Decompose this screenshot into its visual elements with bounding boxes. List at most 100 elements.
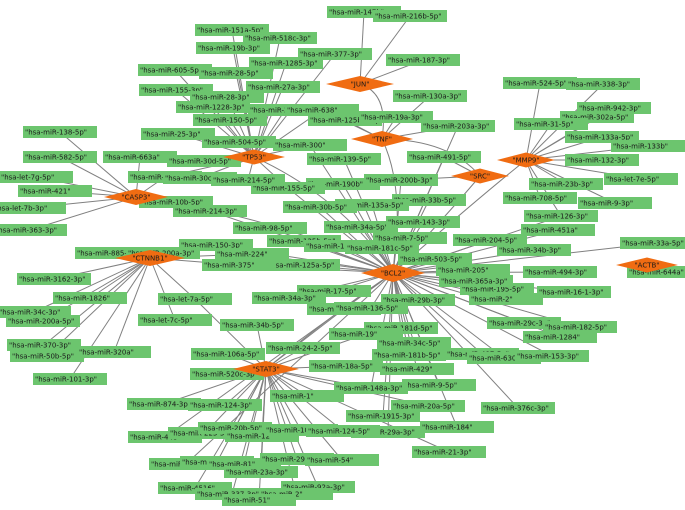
mirna-node[interactable]: "hsa-miR-638" [285, 104, 359, 116]
mirna-node[interactable]: "hsa-miR-9-5p" [402, 379, 476, 391]
mirna-node[interactable]: "hsa-miR-130a-3p" [393, 90, 467, 102]
gene-node-mmp9[interactable]: "MMP9" [497, 152, 555, 168]
gene-node-ctnnb1[interactable]: "CTNNB1" [115, 250, 185, 266]
mirna-node[interactable]: "hsa-miR-376c-3p" [481, 402, 555, 414]
mirna-node[interactable]: "hsa-miR-494-3p" [523, 266, 597, 278]
mirna-node[interactable]: "hsa-miR-106a-5p" [191, 348, 265, 360]
mirna-node[interactable]: "hsa-let-7g-5p" [0, 171, 73, 183]
mirna-node[interactable]: "hsa-miR-524-5p" [503, 77, 577, 89]
mirna-node[interactable]: "hsa-miR-9-3p" [578, 197, 652, 209]
mirna-node[interactable]: "hsa-miR-370-3p" [7, 339, 81, 351]
gene-node-src[interactable]: "SRC" [451, 168, 509, 184]
mirna-node[interactable]: "hsa-miR-139-5p" [307, 153, 381, 165]
mirna-node[interactable]: "hsa-let-7a-5p" [158, 293, 232, 305]
mirna-node[interactable]: "hsa-let-7b-3p" [0, 202, 66, 214]
mirna-node[interactable]: "hsa-miR-214-5p" [211, 174, 285, 186]
mirna-node[interactable]: "hsa-miR-338-3p" [566, 78, 640, 90]
mirna-node[interactable]: "hsa-miR-874-3p" [127, 398, 201, 410]
mirna-node[interactable]: "hsa-miR-30d-5p" [167, 155, 241, 167]
mirna-node[interactable]: "hsa-miR-1915-3p" [346, 410, 420, 422]
mirna-node[interactable]: "hsa-miR-34a-3p" [252, 292, 326, 304]
mirna-node[interactable]: "hsa-miR-1228-3p" [176, 101, 250, 113]
mirna-node[interactable]: "hsa-miR-19a-3p" [359, 111, 433, 123]
mirna-node[interactable]: "hsa-miR-20a-5p" [391, 400, 465, 412]
mirna-node[interactable]: "hsa-miR-27a-3p" [246, 81, 320, 93]
mirna-node[interactable]: "hsa-miR-150-5p" [193, 114, 267, 126]
mirna-node[interactable]: "hsa-miR-33a-5p" [620, 237, 685, 249]
mirna-node[interactable]: "hsa-miR-31-5p" [514, 118, 588, 130]
mirna-node[interactable]: "hsa-miR-451a" [521, 224, 595, 236]
mirna-node[interactable]: "hsa-miR-28-5p" [199, 67, 273, 79]
mirna-node[interactable]: "hsa-miR-25-3p" [141, 128, 215, 140]
mirna-node[interactable]: "hsa-miR-203a-3p" [421, 120, 495, 132]
mirna-node[interactable]: "hsa-miR-708-5p" [503, 192, 577, 204]
gene-node-jun[interactable]: "JUN" [326, 76, 394, 92]
mirna-node[interactable]: "hsa-miR-16-1-3p" [537, 286, 611, 298]
mirna-node[interactable]: "hsa-miR-663a" [103, 151, 177, 163]
mirna-node[interactable]: "hsa-miR-320a" [77, 346, 151, 358]
mirna-node[interactable]: "hsa-miR-101-3p" [33, 373, 107, 385]
mirna-node[interactable]: "hsa-miR-34b-3p" [497, 244, 571, 256]
mirna-node[interactable]: "hsa-miR-23b-3p" [529, 178, 603, 190]
mirna-node[interactable]: "hsa-miR-181b-5p" [372, 349, 446, 361]
mirna-node[interactable]: "hsa-miR-98-5p" [233, 222, 307, 234]
mirna-node[interactable]: "hsa-miR-19b-3p" [196, 42, 270, 54]
mirna-node[interactable]: "hsa-miR-200b-3p" [364, 174, 438, 186]
mirna-node[interactable]: "hsa-miR-24-2-5p" [266, 342, 340, 354]
mirna-node[interactable]: "hsa-let-7e-5p" [604, 173, 678, 185]
mirna-node[interactable]: "hsa-miR-148a-3p" [334, 382, 408, 394]
mirna-node[interactable]: "hsa-miR-125a-5p" [266, 259, 340, 271]
mirna-node[interactable]: "hsa-miR-363-3p" [0, 224, 67, 236]
mirna-node[interactable]: "hsa-miR-3162-3p" [17, 273, 91, 285]
mirna-node[interactable]: "hsa-miR-491-5p" [407, 151, 481, 163]
mirna-node[interactable]: "hsa-miR-187-3p" [386, 54, 460, 66]
gene-node-tp53[interactable]: "TP53" [223, 149, 285, 165]
mirna-node[interactable]: "hsa-miR-23a-3p" [224, 466, 298, 478]
mirna-node[interactable]: "hsa-miR-205" [436, 264, 510, 276]
mirna-node[interactable]: "hsa-miR-216b-5p" [373, 10, 447, 22]
mirna-node[interactable]: "hsa-miR-34a-5p" [324, 221, 398, 233]
mirna-node[interactable]: "hsa-miR-132-3p" [565, 154, 639, 166]
mirna-node[interactable]: "hsa-miR-1826" [53, 292, 127, 304]
mirna-node[interactable]: "hsa-miR-224" [215, 248, 289, 260]
mirna-node[interactable]: "hsa-miR-7-5p" [373, 232, 447, 244]
mirna-node[interactable]: "hsa-miR-153-3p" [515, 350, 589, 362]
mirna-node[interactable]: "hsa-miR-429" [380, 363, 454, 375]
mirna-node[interactable]: "hsa-miR-51" [222, 494, 296, 506]
mirna-node[interactable]: "hsa-miR-33b-5p" [392, 194, 466, 206]
mirna-node[interactable]: "hsa-miR-1285-3p" [249, 57, 323, 69]
mirna-node[interactable]: "hsa-miR-124-3p" [188, 399, 262, 411]
mirna-node[interactable]: "hsa-miR-2" [469, 293, 543, 305]
mirna-node[interactable]: "hsa-miR-29c-3p" [487, 317, 561, 329]
mirna-node[interactable]: "hsa-miR-34c-5p" [377, 337, 451, 349]
gene-node-stat3[interactable]: "STAT3" [233, 361, 299, 377]
mirna-node[interactable]: "hsa-miR-300" [273, 139, 347, 151]
mirna-node[interactable]: "hsa-miR-30b-5p" [283, 201, 357, 213]
mirna-node[interactable]: "hsa-miR-518c-3p" [243, 32, 317, 44]
mirna-node[interactable]: "hsa-miR-143-3p" [386, 216, 460, 228]
mirna-node[interactable]: "hsa-miR-138-5p" [23, 126, 97, 138]
mirna-node[interactable]: "hsa-miR-182-5p" [543, 321, 617, 333]
mirna-node[interactable]: "hsa-miR-34b-5p" [220, 319, 294, 331]
mirna-node[interactable]: "hsa-miR-421" [18, 185, 92, 197]
mirna-node[interactable]: "hsa-miR-605-5p" [138, 64, 212, 76]
mirna-node[interactable]: "hsa-miR-1" [270, 390, 344, 402]
mirna-node[interactable]: "hsa-miR-136-5p" [334, 302, 408, 314]
mirna-node[interactable]: "hsa-miR-28-3p" [190, 91, 264, 103]
mirna-node[interactable]: "hsa-miR-18a-5p" [309, 360, 383, 372]
mirna-node[interactable]: "hsa-miR-124-5p" [306, 425, 380, 437]
mirna-node[interactable]: "hsa-miR-181c-5p" [345, 242, 419, 254]
mirna-node[interactable]: "hsa-miR-365a-3p" [439, 275, 513, 287]
mirna-node[interactable]: "hsa-miR-54" [305, 454, 379, 466]
mirna-node[interactable]: "hsa-miR-133b" [611, 140, 685, 152]
gene-node-tnf[interactable]: "TNF" [351, 131, 413, 147]
mirna-node[interactable]: "hsa-let-7c-5p" [138, 314, 212, 326]
gene-node-casp3[interactable]: "CASP3" [104, 189, 168, 205]
gene-node-actb[interactable]: "ACTB" [616, 257, 678, 273]
mirna-node[interactable]: "hsa-miR-50b-5p" [10, 350, 84, 362]
gene-node-bcl2[interactable]: "BCL2" [361, 264, 425, 282]
mirna-node[interactable]: "hsa-miR-204-5p" [453, 234, 527, 246]
mirna-node[interactable]: "hsa-miR-214-3p" [173, 205, 247, 217]
mirna-node[interactable]: "hsa-miR-582-5p" [23, 151, 97, 163]
mirna-node[interactable]: "hsa-miR-375" [202, 259, 276, 271]
